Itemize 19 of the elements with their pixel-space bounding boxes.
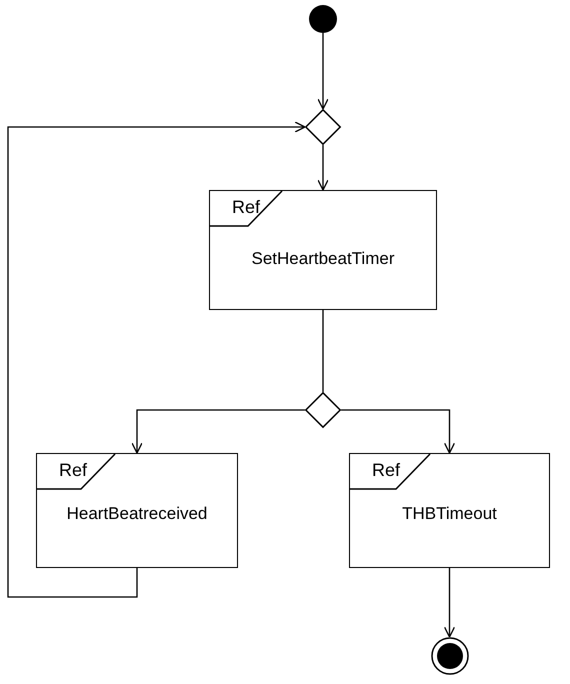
ref-activity-box: [349, 453, 550, 568]
control-flow-arrow: [131, 409, 305, 454]
ref-label: Ref: [59, 460, 88, 481]
activity-name: THBTimeout: [401, 504, 498, 524]
control-flow-arrow: [317, 33, 329, 110]
ref-activity-box: [36, 453, 238, 568]
ref-activity-box: [209, 190, 437, 310]
final-node: [430, 637, 468, 675]
activity-name: SetHeartbeatTimer: [250, 249, 396, 269]
initial-node: [309, 5, 337, 33]
decision-diamond: [305, 109, 341, 145]
control-flow-arrow: [444, 568, 456, 638]
control-flow-arrow: [341, 409, 456, 454]
control-flow-arrow: [7, 121, 306, 598]
ref-label: Ref: [232, 197, 260, 218]
control-flow-arrow: [317, 145, 329, 191]
activity-name: HeartBeatreceived: [66, 504, 208, 524]
decision-diamond: [305, 392, 341, 428]
ref-label: Ref: [372, 460, 400, 481]
